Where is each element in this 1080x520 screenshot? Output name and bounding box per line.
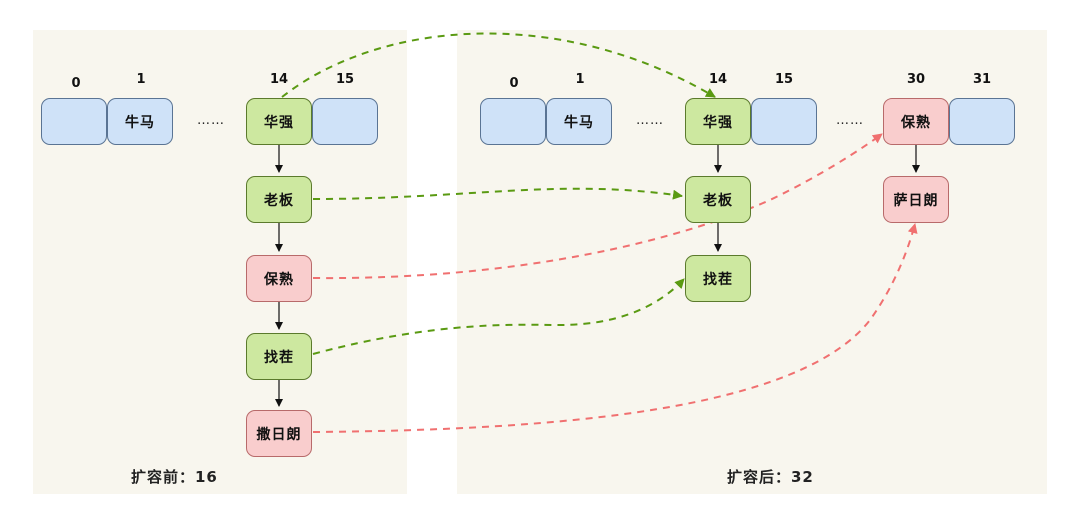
ellipsis: ……	[636, 113, 664, 128]
chain-node: 保熟	[246, 255, 312, 302]
bucket-0	[41, 98, 107, 145]
index-30-label: 30	[906, 72, 926, 87]
bucket-1: 牛马	[546, 98, 612, 145]
ellipsis: ……	[836, 113, 864, 128]
index-31-label: 31	[972, 72, 992, 87]
chain-node: 老板	[685, 176, 751, 223]
bucket-14: 华强	[246, 98, 312, 145]
index-15-label: 15	[335, 72, 355, 87]
bucket-30: 保熟	[883, 98, 949, 145]
index-0-label: 0	[71, 76, 81, 91]
ellipsis: ……	[197, 113, 225, 128]
chain-node: 找茬	[685, 255, 751, 302]
bucket-15	[751, 98, 817, 145]
bucket-15	[312, 98, 378, 145]
chain-node: 找茬	[246, 333, 312, 380]
index-14-label: 14	[269, 72, 289, 87]
chain-node: 萨日朗	[883, 176, 949, 223]
bucket-14: 华强	[685, 98, 751, 145]
index-1-label: 1	[136, 72, 146, 87]
bucket-0	[480, 98, 546, 145]
after-caption: 扩容后：32	[727, 468, 814, 486]
before-caption: 扩容前：16	[131, 468, 218, 486]
chain-node: 老板	[246, 176, 312, 223]
red-migration-arrows	[312, 133, 918, 433]
right-chain-links	[714, 145, 920, 252]
green-migration-arrows	[281, 32, 716, 355]
chain-node: 撒日朗	[246, 410, 312, 457]
index-14-label: 14	[708, 72, 728, 87]
index-15-label: 15	[774, 72, 794, 87]
index-0-label: 0	[509, 76, 519, 91]
index-1-label: 1	[575, 72, 585, 87]
bucket-1: 牛马	[107, 98, 173, 145]
bucket-31	[949, 98, 1015, 145]
